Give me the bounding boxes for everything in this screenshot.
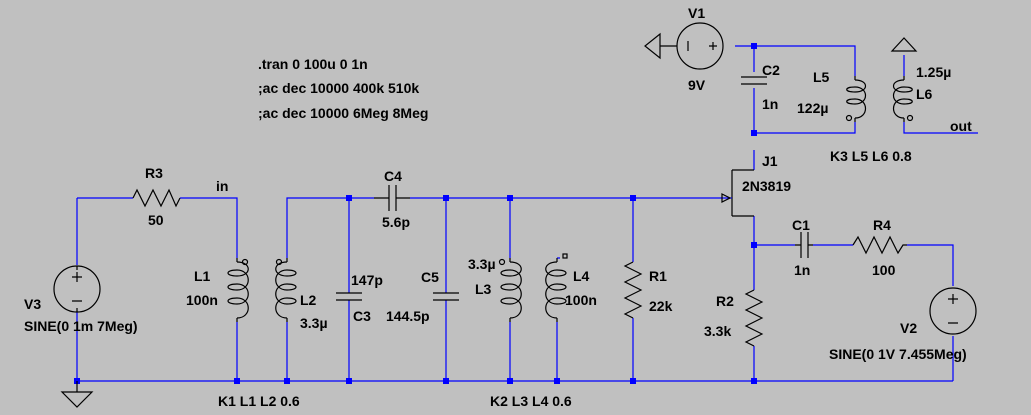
r1-resistor[interactable]: [623, 261, 643, 319]
l1-inductor[interactable]: [227, 258, 249, 322]
l3-inductor[interactable]: [498, 258, 522, 322]
l3-value: 3.3µ: [468, 256, 496, 272]
v1-name: V1: [688, 5, 705, 21]
l1-value: 100n: [186, 292, 218, 308]
l3-name: L3: [475, 281, 492, 297]
l6-value: 1.25µ: [916, 64, 951, 80]
j1-jfet[interactable]: [721, 169, 754, 217]
v3-source[interactable]: [53, 265, 101, 313]
v2-value: SINE(0 1V 7.455Meg): [829, 346, 967, 362]
k2-coupling: K2 L3 L4 0.6: [490, 393, 572, 409]
c1-name: C1: [792, 217, 810, 233]
c2-value: 1n: [762, 96, 778, 112]
v2-source[interactable]: [929, 287, 977, 335]
directive-ac-1: ;ac dec 10000 400k 510k: [258, 80, 419, 96]
wires: [76, 45, 978, 382]
v1-source[interactable]: [676, 22, 724, 70]
l2-name: L2: [300, 292, 317, 308]
c5-value: 144.5p: [386, 308, 430, 324]
c4-value: 5.6p: [382, 214, 410, 230]
net-in-label: in: [216, 178, 228, 194]
l4-name: L4: [573, 268, 590, 284]
junctions: [74, 43, 757, 384]
net-out-label: out: [950, 118, 972, 134]
c5-name: C5: [421, 269, 439, 285]
c3-name: C3: [353, 308, 371, 324]
c3-value: 147p: [351, 272, 383, 288]
labels: .tran 0 100u 0 1n ;ac dec 10000 400k 510…: [24, 5, 972, 409]
l6-inductor[interactable]: [892, 76, 914, 122]
r1-value: 22k: [649, 298, 673, 314]
l4-inductor[interactable]: [545, 253, 568, 322]
v3-value: SINE(0 1m 7Meg): [24, 318, 138, 334]
r4-value: 100: [872, 262, 896, 278]
l4-value: 100n: [565, 292, 597, 308]
r1-name: R1: [649, 268, 667, 284]
c3-capacitor[interactable]: [336, 292, 362, 301]
l5-inductor[interactable]: [845, 76, 867, 122]
l2-value: 3.3µ: [300, 315, 328, 331]
k3-coupling: K3 L5 L6 0.8: [830, 148, 912, 164]
k1-coupling: K1 L1 L2 0.6: [218, 393, 300, 409]
c5-capacitor[interactable]: [433, 292, 459, 301]
r3-resistor[interactable]: [132, 188, 181, 208]
r2-resistor[interactable]: [744, 289, 764, 347]
ground-symbol-v1: [644, 32, 677, 60]
c4-capacitor[interactable]: [374, 185, 410, 211]
l5-name: L5: [813, 69, 830, 85]
r2-name: R2: [716, 293, 734, 309]
v2-name: V2: [900, 320, 917, 336]
j1-value: 2N3819: [742, 178, 791, 194]
l2-inductor[interactable]: [275, 258, 297, 322]
c4-name: C4: [384, 168, 402, 184]
r3-name: R3: [145, 165, 163, 181]
c2-name: C2: [762, 62, 780, 78]
ground-symbol: [60, 381, 94, 408]
c2-capacitor[interactable]: [741, 76, 767, 85]
r3-value: 50: [148, 212, 164, 228]
v1-value: 9V: [688, 77, 706, 93]
v3-name: V3: [24, 296, 41, 312]
c1-value: 1n: [794, 262, 810, 278]
ground-symbol-l6: [890, 37, 918, 52]
l1-name: L1: [194, 268, 211, 284]
l5-value: 122µ: [797, 100, 828, 116]
c1-capacitor[interactable]: [795, 232, 813, 258]
r4-name: R4: [873, 217, 891, 233]
r4-resistor[interactable]: [852, 235, 907, 255]
l6-name: L6: [916, 86, 933, 102]
directive-tran: .tran 0 100u 0 1n: [258, 56, 368, 72]
directive-ac-2: ;ac dec 10000 6Meg 8Meg: [258, 105, 428, 121]
r2-value: 3.3k: [704, 323, 731, 339]
j1-name: J1: [762, 153, 778, 169]
